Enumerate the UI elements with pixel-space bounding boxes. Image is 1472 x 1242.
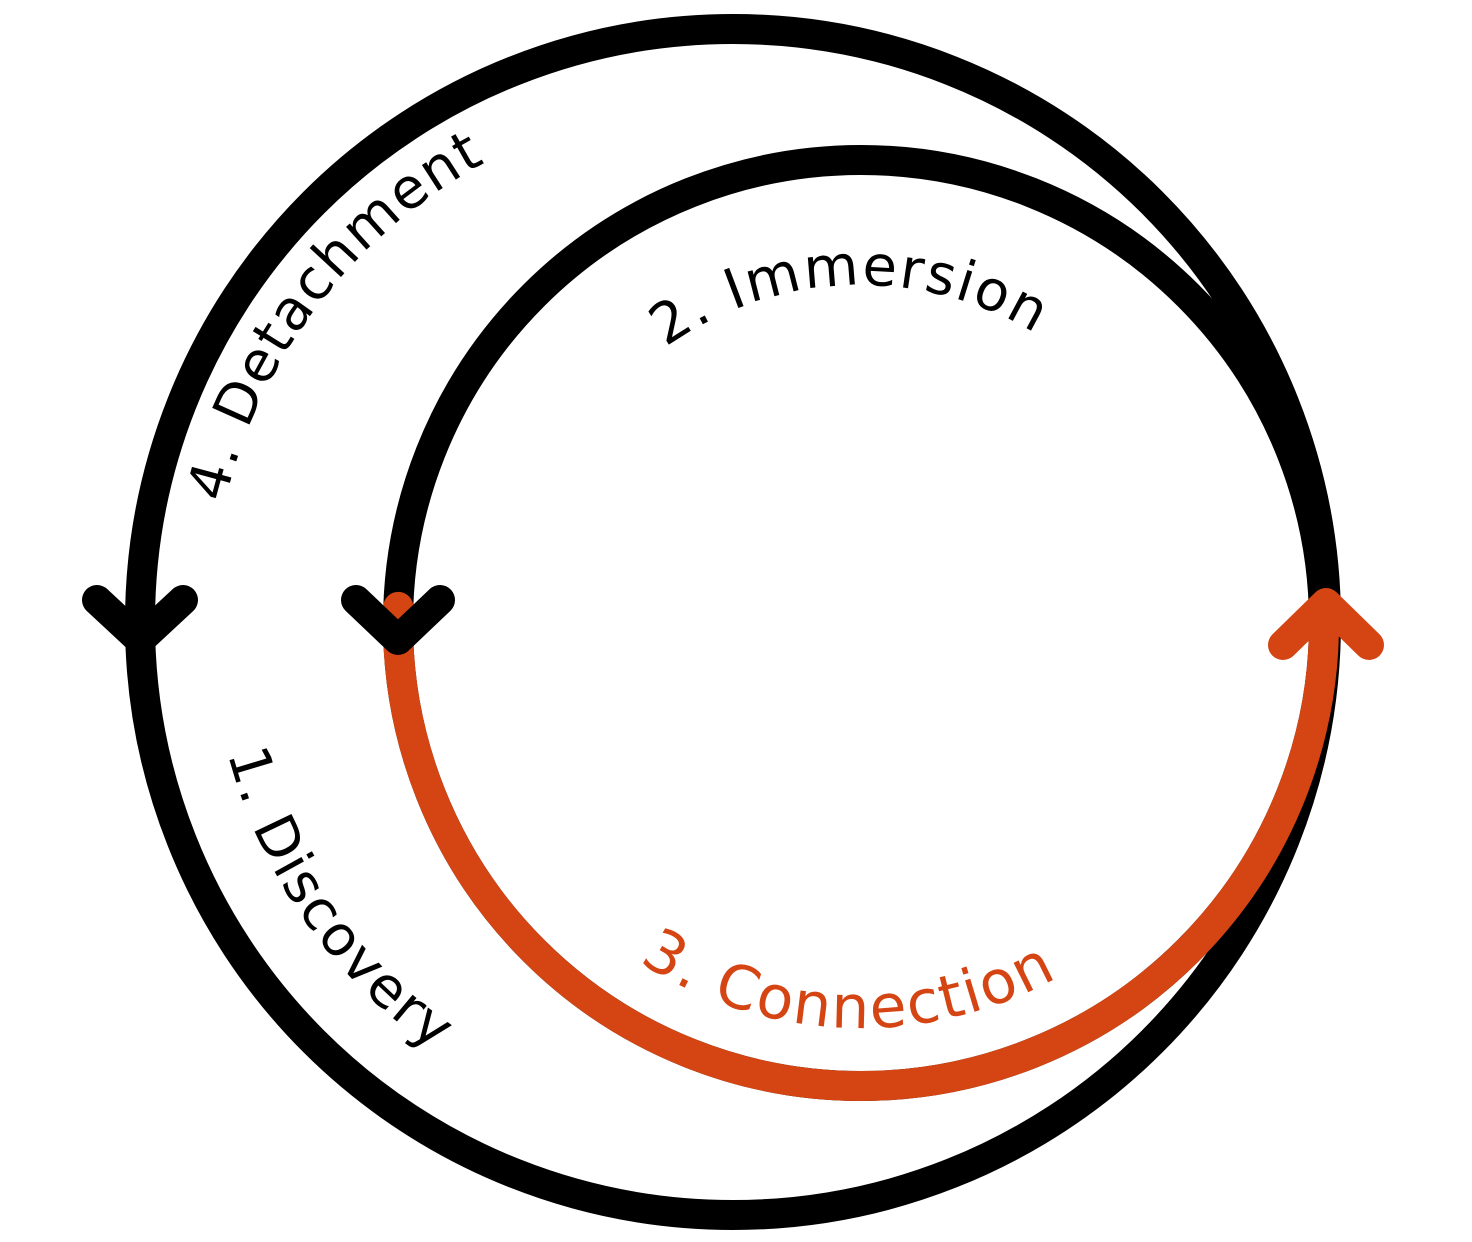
inner-arrowhead-down: [341, 585, 455, 655]
connection-arc: [383, 591, 1339, 1101]
connection-arrowhead-up: [1268, 588, 1384, 660]
outer-cycle-ring: [125, 14, 1341, 1230]
outer-arrowhead-down: [82, 585, 198, 655]
stage-label-connection: 3. Connection: [631, 915, 1066, 1044]
stage-label-immersion: 2. Immersion: [638, 233, 1061, 359]
